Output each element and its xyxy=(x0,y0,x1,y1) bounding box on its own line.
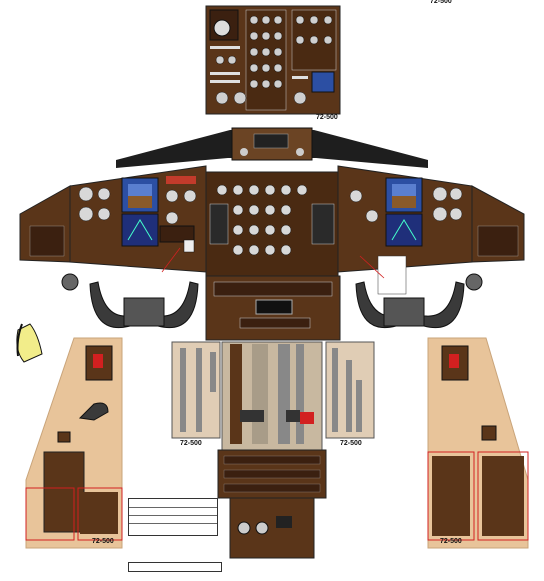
left-console-model-label: 72-500 xyxy=(92,538,114,545)
center-pedestal xyxy=(171,341,375,559)
right-console-model-label: 72-500 xyxy=(440,538,462,545)
fo-nd-screen xyxy=(385,213,423,247)
lower-center-console xyxy=(205,275,341,341)
right-pedestal-model-label: 72-500 xyxy=(340,440,362,447)
fo-yoke xyxy=(355,273,483,328)
overhead-panel xyxy=(205,5,341,115)
overhead-top-model-label: 72-500 xyxy=(430,0,452,5)
right-side-console xyxy=(427,337,529,549)
headset-icon xyxy=(16,323,43,363)
captain-nd-screen xyxy=(121,213,159,247)
overhead-display xyxy=(311,71,335,93)
title-block-row xyxy=(129,515,217,523)
throttle-lever xyxy=(240,410,264,422)
main-instrument-panel xyxy=(19,165,525,295)
checklist-card xyxy=(377,255,407,295)
overhead-gauge-icon xyxy=(213,19,231,37)
warning-annunciator xyxy=(166,176,196,184)
overhead-model-label: 72-500 xyxy=(316,114,338,121)
footer-strip xyxy=(128,562,222,572)
left-pedestal-model-label: 72-500 xyxy=(180,440,202,447)
captain-yoke xyxy=(61,273,199,328)
title-block-row xyxy=(129,523,217,531)
title-block-heading xyxy=(129,499,217,507)
title-block-row xyxy=(129,507,217,515)
left-side-console xyxy=(25,337,123,549)
glareshield xyxy=(116,127,428,168)
red-lever xyxy=(300,412,314,424)
title-block xyxy=(128,498,218,536)
